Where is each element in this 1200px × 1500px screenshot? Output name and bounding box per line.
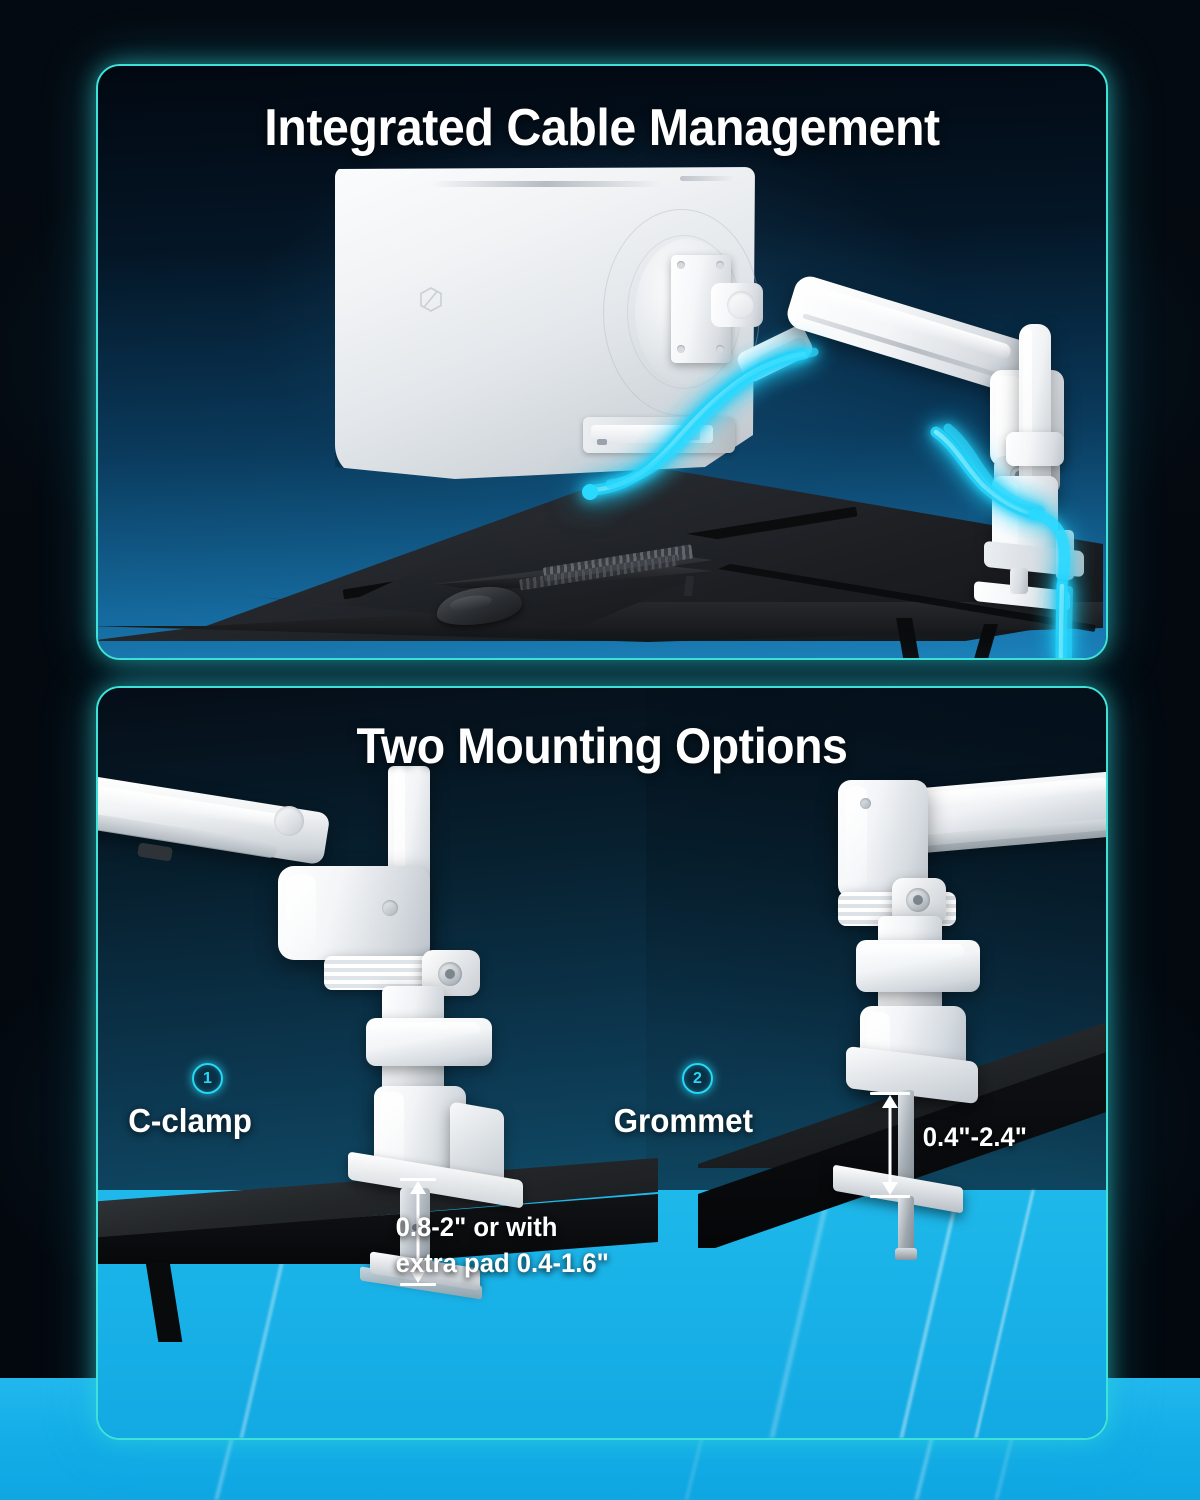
junction-highlight (286, 874, 316, 952)
grommet-thumbscrew (898, 1196, 914, 1254)
keyboard (423, 536, 713, 604)
junction-highlight (845, 786, 867, 888)
collar-highlight (860, 944, 964, 958)
option-label-grommet: Grommet (613, 1102, 754, 1139)
panel-mounting-options: 1 C-clamp 2 Grommet 0.8-2" or with extra… (96, 686, 1108, 1440)
arm-pivot-screw (274, 806, 304, 836)
panel-title-mounting-options: Two Mounting Options (356, 718, 848, 774)
post-collar (1006, 432, 1064, 466)
monitor (335, 167, 763, 507)
grommet-thumbscrew-head (895, 1248, 917, 1260)
dimension-text-grommet: 0.4"-2.4" (922, 1122, 1027, 1152)
hinge-screw-core (913, 895, 923, 905)
dimension-arrow-left (400, 1178, 436, 1286)
junction-screw-right (860, 798, 871, 809)
hexagon-logo-icon (420, 287, 442, 312)
option-badge-1: 1 (192, 1063, 223, 1094)
c-clamp (970, 468, 1100, 628)
option-label-c-clamp: C-clamp (128, 1102, 252, 1139)
dimension-arrow-right (870, 1092, 910, 1198)
grommet-bolt-shaft (898, 1090, 914, 1186)
post-ribbed-collar (324, 956, 434, 990)
scene-cable-management: Integrated Cable Management (98, 66, 1106, 658)
panel-cable-management: Integrated Cable Management (96, 64, 1108, 660)
clamp-screw-dimple (412, 1224, 419, 1231)
dimension-text-c-clamp: 0.8-2" or with extra pad 0.4-1.6" (395, 1212, 609, 1278)
hinge-screw-core (445, 969, 455, 979)
scene-mounting-options: 1 C-clamp 2 Grommet 0.8-2" or with extra… (98, 688, 1106, 1438)
collar-highlight (370, 1022, 480, 1036)
option-badge-2: 2 (682, 1063, 713, 1094)
panel-title-cable-management: Integrated Cable Management (264, 99, 940, 157)
junction-screw (382, 900, 398, 916)
